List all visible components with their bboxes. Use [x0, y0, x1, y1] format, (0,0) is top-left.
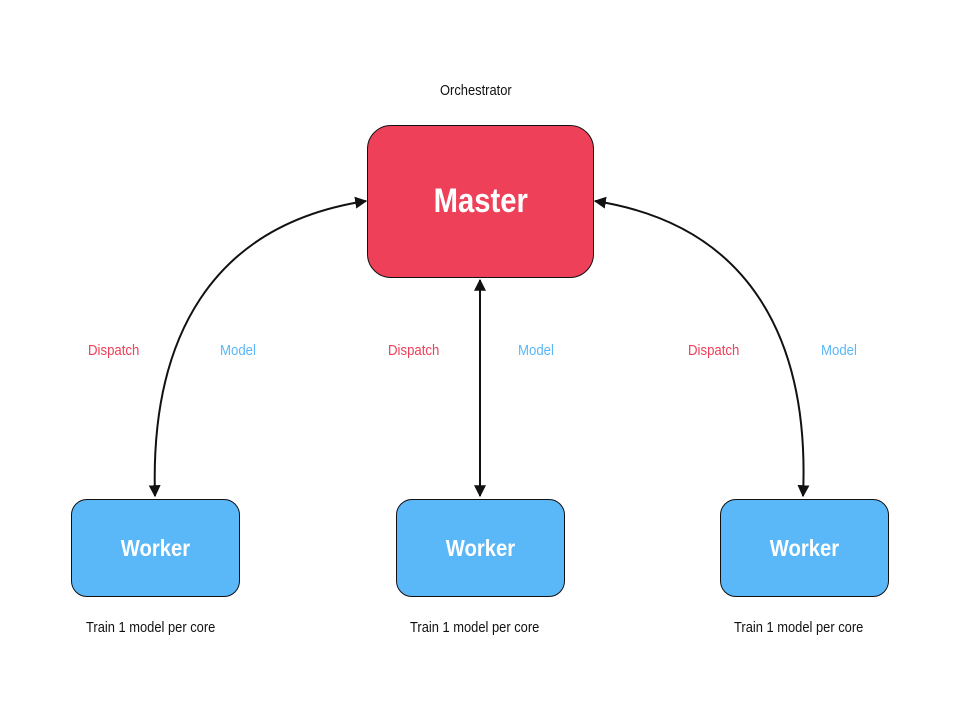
worker-node-label: Worker: [769, 534, 840, 561]
dispatch-label-center: Dispatch: [388, 342, 440, 359]
master-node: Master: [367, 125, 594, 278]
model-label-right: Model: [821, 342, 857, 359]
dispatch-label-right: Dispatch: [688, 342, 740, 359]
worker-node-left: Worker: [71, 499, 240, 597]
connector-right: [593, 196, 810, 498]
worker-node-label: Worker: [445, 534, 516, 561]
model-label-center: Model: [518, 342, 554, 359]
worker-node-label: Worker: [120, 534, 191, 561]
worker-caption-right: Train 1 model per core: [734, 619, 864, 636]
model-label-left: Model: [220, 342, 256, 359]
worker-caption-center: Train 1 model per core: [410, 619, 540, 636]
worker-node-right: Worker: [720, 499, 889, 597]
worker-node-center: Worker: [396, 499, 565, 597]
master-node-label: Master: [433, 182, 528, 220]
worker-caption-left: Train 1 model per core: [86, 619, 216, 636]
dispatch-label-left: Dispatch: [88, 342, 140, 359]
orchestrator-label: Orchestrator: [440, 82, 512, 99]
connector-left: [148, 196, 368, 498]
